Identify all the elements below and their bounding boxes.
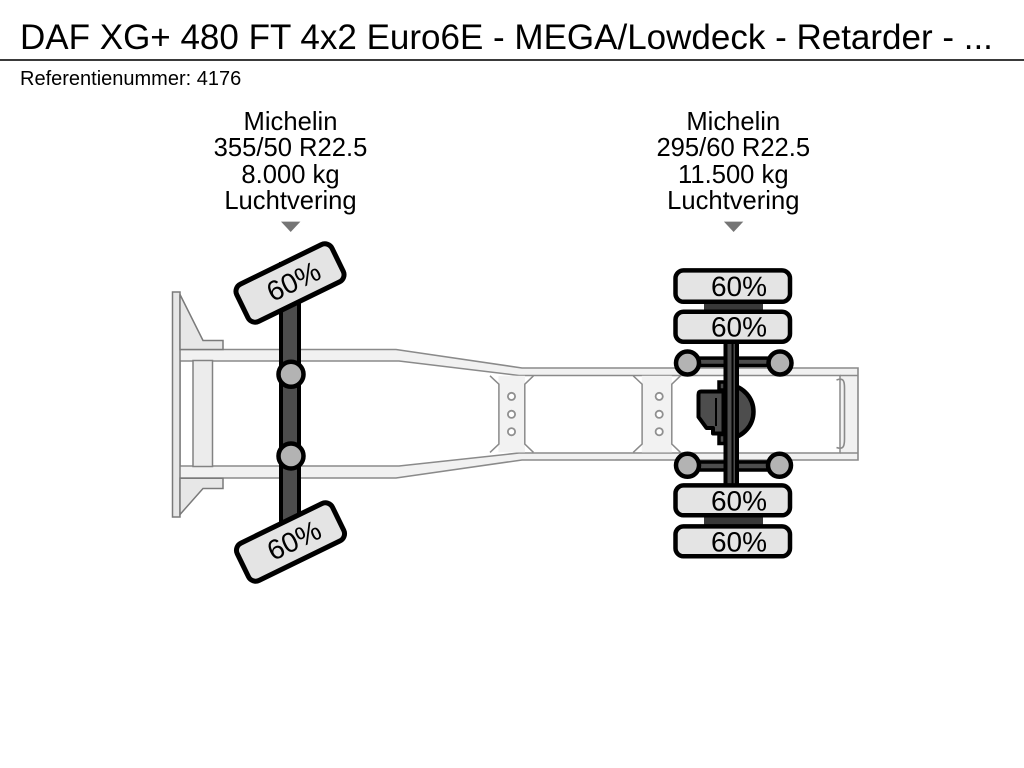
svg-text:60%: 60% xyxy=(711,312,767,343)
svg-text:60%: 60% xyxy=(711,485,767,516)
svg-text:60%: 60% xyxy=(711,526,767,557)
svg-text:60%: 60% xyxy=(711,271,767,302)
